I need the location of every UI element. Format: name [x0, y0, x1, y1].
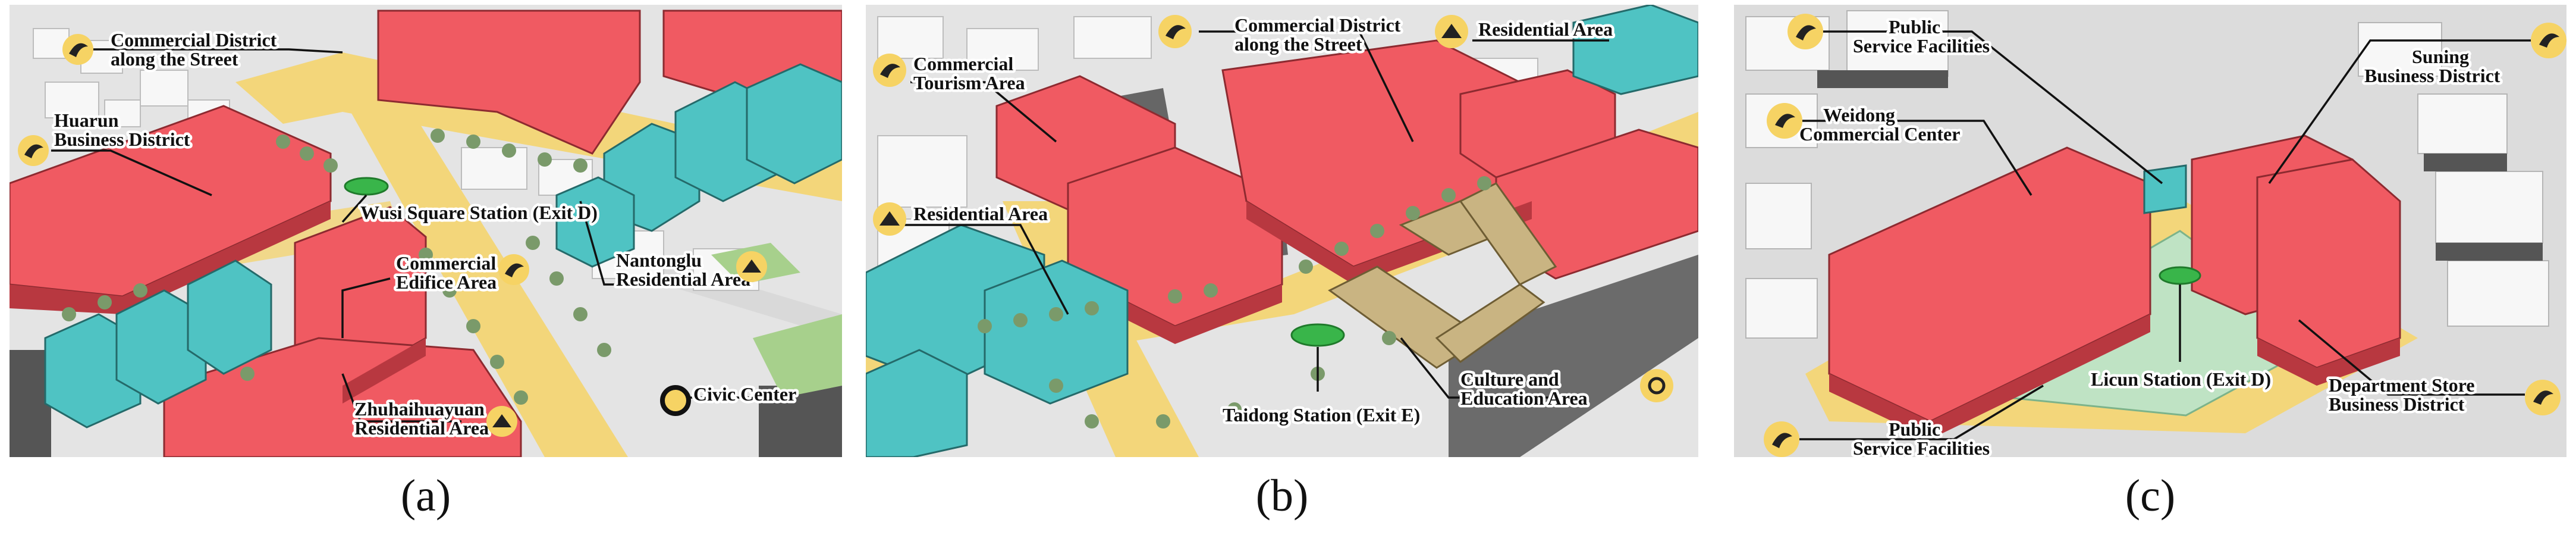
label-nantonglu-2: Residential Area	[616, 268, 750, 290]
commercial-icon	[2531, 23, 2566, 58]
svg-text:Public Service Facilities: Public Service Facilities	[1853, 418, 1990, 457]
label-weidong-1: Weidong	[1823, 104, 1895, 126]
residential-icon	[736, 251, 767, 282]
civic-icon	[1788, 14, 1823, 49]
panel-b: Commercial District along the Street Res…	[866, 5, 1698, 457]
svg-text:Zhuhaihuayuan Residential: Zhuhaihuayuan Residential Area	[354, 398, 489, 439]
label-tourism-2: Tourism Area	[913, 72, 1025, 93]
label-department-1: Department Store	[2329, 374, 2475, 396]
label-huarun-2: Business District	[54, 129, 190, 150]
label-public-bottom-1: Public	[1889, 418, 1940, 440]
panel-b-map: Commercial District along the Street Res…	[866, 5, 1698, 457]
label-weidong-2: Commercial Center	[1799, 123, 1960, 145]
label-civic-center: Civic Center	[693, 383, 796, 405]
svg-text:Commercial District along: Commercial District along the Street	[111, 29, 281, 70]
label-commercial-edifice-1: Commercial	[396, 252, 496, 274]
commercial-icon	[2525, 380, 2561, 415]
svg-text:Department Store Business: Department Store Business District	[2329, 374, 2480, 415]
label-public-top-2: Service Facilities	[1853, 35, 1990, 57]
label-department-2: Business District	[2329, 393, 2465, 415]
label-zhuhaihuayuan-1: Zhuhaihuayuan	[354, 398, 485, 420]
panel-c-map: Public Service Facilities Suning Busines…	[1734, 5, 2566, 457]
svg-text:Commercial Edifice Area: Commercial Edifice Area	[396, 252, 501, 293]
label-taidong-station: Taidong Station (Exit E)	[1223, 404, 1420, 426]
residential-icon	[1435, 15, 1468, 48]
label-commercial-street-b-2: along the Street	[1234, 33, 1362, 55]
label-residential-left: Residential Area	[913, 203, 1048, 224]
label-residential-top: Residential Area	[1478, 18, 1613, 40]
civic-icon	[660, 385, 691, 416]
svg-text:Huarun Business District: Huarun Business District	[54, 110, 190, 150]
label-licun-station: Licun Station (Exit D)	[2091, 368, 2271, 390]
station-icon	[498, 254, 529, 285]
caption-c: (c)	[2125, 471, 2176, 521]
civic-icon	[1764, 421, 1799, 457]
culture-icon	[1640, 369, 1673, 402]
svg-text:Public Service Facilities: Public Service Facilities	[1853, 16, 1990, 57]
label-suning-2: Business District	[2364, 65, 2500, 86]
svg-text:Culture and Education Area: Culture and Education Area	[1460, 368, 1588, 409]
label-culture-1: Culture and	[1460, 368, 1559, 390]
svg-text:Suning Business District: Suning Business District	[2364, 46, 2500, 86]
caption-a: (a)	[400, 471, 451, 521]
label-wusi-station: Wusi Square Station (Exit D)	[360, 202, 598, 223]
panel-a-map: Commercial District along the Street Hua…	[10, 5, 842, 457]
label-tourism-1: Commercial	[913, 53, 1013, 74]
residential-icon	[486, 406, 517, 437]
label-commercial-street-a-1: Commercial District	[111, 29, 277, 51]
residential-icon	[873, 202, 906, 236]
commercial-icon	[18, 135, 49, 166]
label-commercial-street-b-1: Commercial District	[1234, 14, 1401, 36]
svg-text:Commercial District along: Commercial District along the Street	[1234, 14, 1405, 55]
label-nantonglu-1: Nantonglu	[616, 249, 702, 271]
svg-text:Weidong Commercial Center: Weidong Commercial Center	[1799, 104, 1960, 145]
commercial-icon	[1767, 103, 1802, 139]
caption-b: (b)	[1255, 471, 1309, 521]
label-huarun-1: Huarun	[54, 110, 119, 131]
panel-a: Commercial District along the Street Hua…	[10, 5, 842, 457]
label-zhuhaihuayuan-2: Residential Area	[354, 417, 489, 439]
label-culture-2: Education Area	[1460, 387, 1588, 409]
commercial-icon	[1158, 15, 1192, 48]
panel-c: Public Service Facilities Suning Busines…	[1734, 5, 2566, 457]
label-suning-1: Suning	[2412, 46, 2469, 67]
label-public-bottom-2: Service Facilities	[1853, 437, 1990, 457]
label-commercial-street-a-2: along the Street	[111, 48, 238, 70]
svg-text:Nantonglu Residential Area: Nantonglu Residential Area	[616, 249, 750, 290]
label-commercial-edifice-2: Edifice Area	[396, 271, 497, 293]
commercial-icon	[62, 34, 93, 65]
label-public-top-1: Public	[1889, 16, 1940, 37]
svg-text:Commercial Tourism Area: Commercial Tourism Area	[913, 53, 1025, 93]
commercial-icon	[873, 54, 906, 87]
